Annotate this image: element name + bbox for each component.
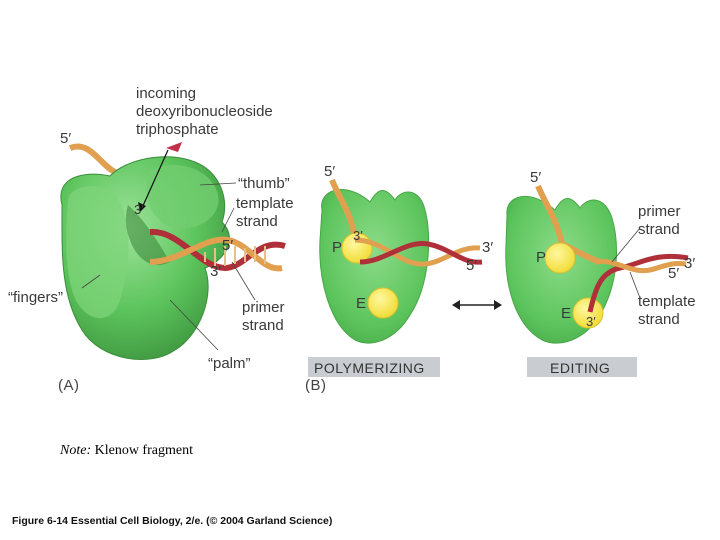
five-top-editing: 5′ <box>530 169 541 186</box>
three-prime-top-label: 3′ <box>134 202 144 217</box>
p-label-polymerizing: P <box>332 239 342 256</box>
note-prefix: Note: <box>60 443 92 458</box>
five-prime-mid-label: 5′ <box>222 237 233 254</box>
e-site-editing <box>572 297 604 329</box>
five-right-polymerizing: 5′ <box>466 257 477 274</box>
incoming-label-1: incoming <box>136 85 196 102</box>
incoming-label-3: triphosphate <box>136 121 219 138</box>
dna-helix-a <box>149 228 286 272</box>
template-label-1: template <box>236 195 294 212</box>
five-prime-top-label: 5′ <box>60 130 71 147</box>
p-site-editing <box>544 242 576 274</box>
three-prime-mid-label: 3′ <box>210 263 221 280</box>
panel-b-tag: (B) <box>305 377 327 394</box>
panel-a-leaders <box>81 182 256 351</box>
primer-label-editing-2: strand <box>638 221 680 238</box>
three-right-polymerizing: 3′ <box>482 239 493 256</box>
fingers-label: “fingers” <box>8 289 63 306</box>
primer-label-editing-1: primer <box>638 203 681 220</box>
incoming-label-2: deoxyribonucleoside <box>136 103 273 120</box>
panel-a-tag: (A) <box>58 377 80 394</box>
template-strand-polymerizing <box>329 178 358 239</box>
note-text: Note: Klenow fragment <box>60 443 193 459</box>
dna-helix-polymerizing <box>354 237 483 267</box>
five-top-polymerizing: 5′ <box>324 163 335 180</box>
three-right-editing: 3′ <box>684 255 695 272</box>
panel-b-polymerizing: 5′ 3′ P E 3′ 5′ POLYMERIZING (B) <box>305 163 493 394</box>
e-label-editing: E <box>561 305 571 322</box>
equilibrium-arrow <box>452 300 502 310</box>
palm-label: “palm” <box>208 355 251 372</box>
figure-caption: Figure 6-14 Essential Cell Biology, 2/e.… <box>12 515 333 527</box>
template-label-2: strand <box>236 213 278 230</box>
p-label-editing: P <box>536 249 546 266</box>
thumb-label: “thumb” <box>238 175 290 192</box>
panel-b-editing: 5′ P E 3′ 3′ 5′ primer strand template s… <box>505 169 696 377</box>
incoming-arrow <box>141 149 169 209</box>
primer-label-1: primer <box>242 299 285 316</box>
protein-body-polymerizing <box>319 189 430 344</box>
cleft-shadow <box>125 205 170 266</box>
e-site-polymerizing <box>367 287 399 319</box>
incoming-nucleotide-icon <box>166 142 182 152</box>
three-site-polymerizing: 3′ <box>353 228 363 243</box>
incoming-arrowhead <box>138 202 146 212</box>
editing-mode-label: EDITING <box>550 360 610 376</box>
fingers-domain <box>66 185 129 319</box>
thumb-domain <box>146 164 219 229</box>
editing-leaders <box>611 227 641 299</box>
editing-mode-box <box>527 357 637 377</box>
primer-label-2: strand <box>242 317 284 334</box>
template-label-editing-2: strand <box>638 311 680 328</box>
polymerizing-mode-label: POLYMERIZING <box>314 360 425 376</box>
template-label-editing-1: template <box>638 293 696 310</box>
e-label-polymerizing: E <box>356 295 366 312</box>
panel-a: incoming deoxyribonucleoside triphosphat… <box>8 85 294 394</box>
dna-helix-editing <box>587 253 689 313</box>
note-body: Klenow fragment <box>94 443 193 458</box>
five-right-editing: 5′ <box>668 265 679 282</box>
polymerizing-mode-box <box>308 357 440 377</box>
three-site-editing: 3′ <box>586 314 596 329</box>
